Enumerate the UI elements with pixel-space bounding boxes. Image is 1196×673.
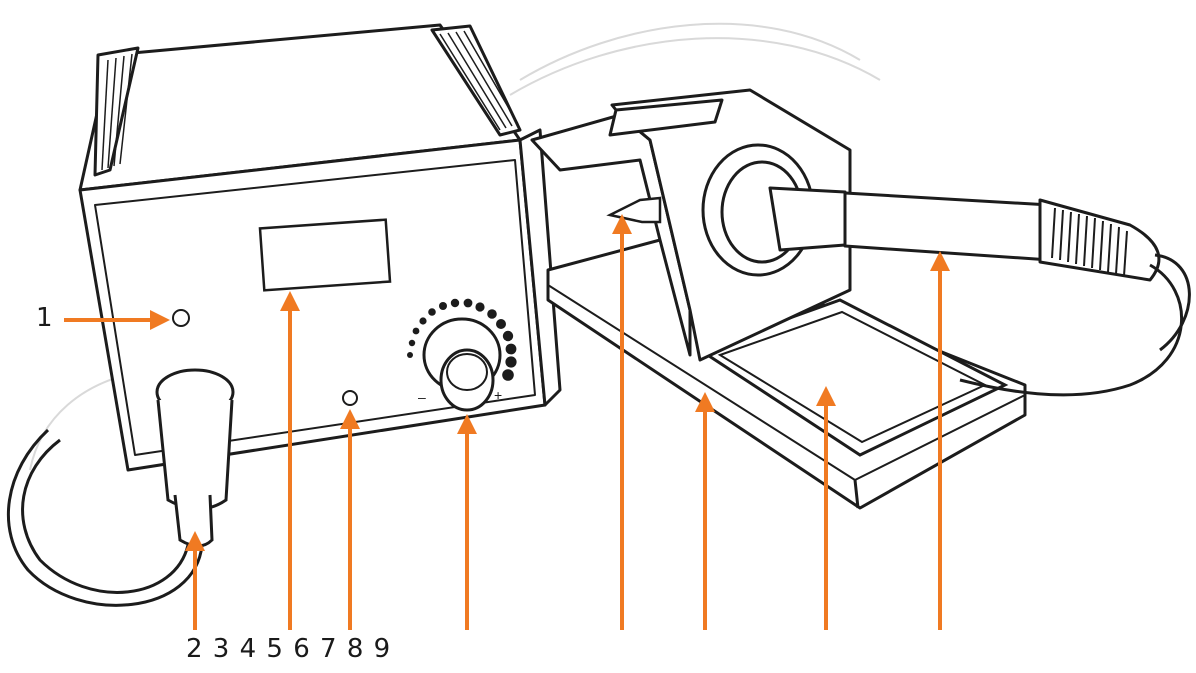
iron-cable-socket bbox=[155, 368, 235, 548]
display-window bbox=[258, 218, 392, 292]
minus-mark: – bbox=[418, 389, 426, 405]
plus-mark: + bbox=[494, 387, 502, 403]
callout-label-1: 1 bbox=[36, 303, 53, 333]
callout-arrows bbox=[64, 214, 950, 630]
callout-labels-bottom: 2 3 4 5 6 7 8 9 bbox=[186, 634, 392, 664]
power-indicator bbox=[172, 309, 190, 327]
solder-tip bbox=[606, 196, 662, 224]
heat-sink-fins bbox=[101, 30, 519, 171]
temperature-knob bbox=[422, 317, 502, 412]
handle-cable bbox=[959, 253, 1191, 397]
handle-grip-ridges bbox=[1051, 207, 1128, 277]
temperature-scale bbox=[407, 298, 517, 381]
iron-cable bbox=[6, 428, 204, 607]
heating-indicator bbox=[342, 390, 358, 406]
